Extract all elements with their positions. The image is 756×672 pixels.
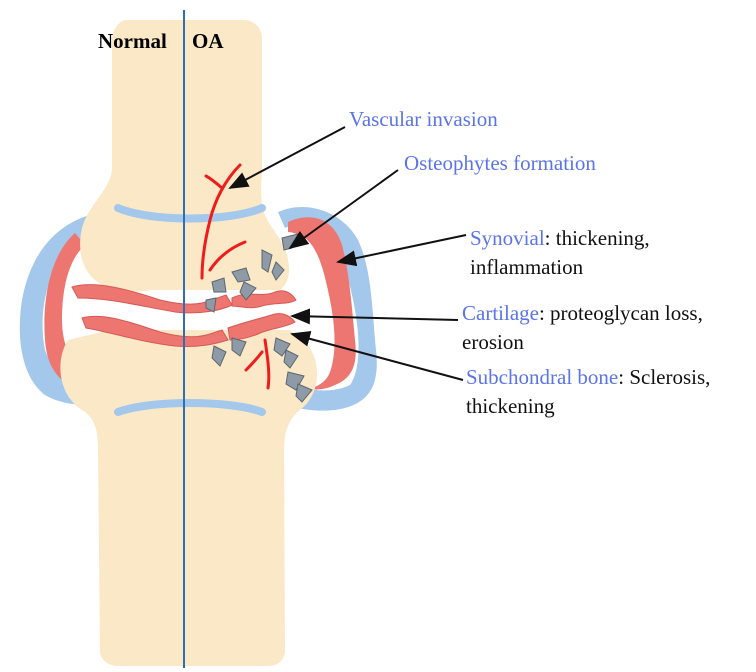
subchondral-term: Subchondral bone xyxy=(466,365,618,389)
label-vascular-invasion: Vascular invasion xyxy=(349,107,498,131)
label-subchondral-bone: Subchondral bone: Sclerosis, xyxy=(466,365,710,389)
lower-bone xyxy=(60,330,317,666)
label-cartilage: Cartilage: proteoglycan loss, xyxy=(462,301,703,325)
synovial-desc-1: : thickening, xyxy=(545,226,650,250)
label-synovial: Synovial: thickening, xyxy=(470,226,650,250)
cartilage-term: Cartilage xyxy=(462,301,539,325)
label-osteophytes-formation: Osteophytes formation xyxy=(404,151,596,175)
synovial-term: Synovial xyxy=(470,226,545,250)
synovial-desc-2: inflammation xyxy=(470,255,584,279)
subchondral-arrow xyxy=(292,334,463,380)
cartilage-arrow xyxy=(292,316,458,320)
header-normal: Normal xyxy=(98,29,167,53)
subchondral-desc-1: : Sclerosis, xyxy=(618,365,710,389)
cartilage-desc-2: erosion xyxy=(462,330,524,354)
cartilage-desc-1: : proteoglycan loss, xyxy=(539,301,703,325)
header-oa: OA xyxy=(192,29,224,53)
subchondral-desc-2: thickening xyxy=(466,394,555,418)
